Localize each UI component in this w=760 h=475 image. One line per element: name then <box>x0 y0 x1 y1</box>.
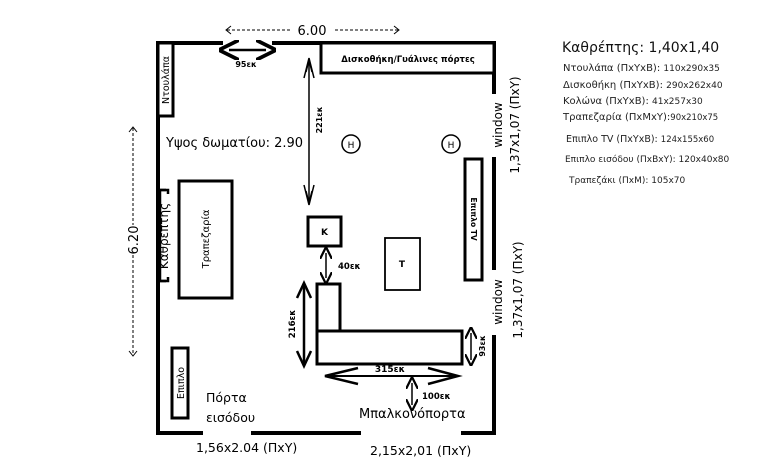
spec-value: 110x290x35 <box>663 64 720 74</box>
balcony-door-label: Μπαλκονόπορτα <box>359 407 466 422</box>
window-2-label: window <box>491 279 505 325</box>
spec-item-column: Κολώνα (ΠxYxB): 41x257x30 <box>563 96 703 107</box>
entrance-door: Πόρτα εισόδου 1,56x2.04 (ΠxY) <box>196 390 297 455</box>
spec-item-dining: Τραπεζαρία (ΠxMxY):90x210x75 <box>563 112 718 123</box>
dimension-315: 315εκ <box>324 365 463 386</box>
wardrobe: Ντουλάπα <box>156 41 175 118</box>
dimension-216: 216εκ <box>288 280 313 369</box>
height-value: 6.20 <box>127 226 142 255</box>
dimension-100-label: 100εκ <box>422 392 451 402</box>
dining-table: Τραπεζαρία <box>177 179 234 300</box>
dimension-100: 100εκ <box>412 383 451 405</box>
heater-1-label: H <box>348 141 355 151</box>
entrance-door-size: 1,56x2.04 (ΠxY) <box>196 440 297 455</box>
tv-unit-label: Επιπλο TV <box>469 197 478 241</box>
column-k-label: K <box>321 228 329 238</box>
window-2-size: 1,37x1,07 (ΠxY) <box>511 241 525 338</box>
mirror-label: Καθρέπτης <box>157 203 171 269</box>
heater-1: H <box>341 134 361 154</box>
wardrobe-label: Ντουλάπα <box>161 56 172 104</box>
spec-item-tv: Επιπλο TV (ΠxYxB): 124x155x60 <box>566 134 714 145</box>
bookcase-label: Δισκοθήκη/Γυάλινες πόρτες <box>341 54 475 65</box>
dimension-93-label: 93εκ <box>478 335 487 357</box>
heater-2: H <box>441 134 461 154</box>
bookcase: Δισκοθήκη/Γυάλινες πόρτες <box>319 41 496 75</box>
width-value: 6.00 <box>298 24 327 39</box>
spec-item-wardrobe: Ντουλάπα (ΠxYxB): 110x290x35 <box>563 63 720 74</box>
entrance-door-label-2: εισόδου <box>206 410 255 425</box>
entrance-door-label-1: Πόρτα <box>206 390 247 405</box>
tv-unit: Επιπλο TV <box>463 157 484 282</box>
spec-mirror: Καθρέπτης: 1,40x1,40 <box>562 40 720 56</box>
coffee-table-label: T <box>399 260 406 270</box>
dimension-221-label: 221εκ <box>315 106 324 133</box>
dimension-221: 221εκ <box>303 57 324 206</box>
spec-value: 105x70 <box>651 176 686 186</box>
window-1: window 1,37x1,07 (ΠxY) <box>491 76 522 173</box>
spec-name: Κολώνα (ΠxYxB): <box>563 96 649 107</box>
spec-value: 90x210x75 <box>670 113 719 123</box>
spec-name: Επιπλο TV (ΠxYxB): <box>566 134 658 145</box>
balcony-door: Μπαλκονόπορτα 2,15x2,01 (ΠxY) <box>359 407 471 458</box>
width-dimension: 6.00 <box>225 24 400 39</box>
spec-value: 41x257x30 <box>652 97 703 107</box>
balcony-door-size: 2,15x2,01 (ΠxY) <box>370 443 471 458</box>
spec-value: 120x40x80 <box>678 155 730 165</box>
spec-item-bookcase: Δισκοθήκη (ΠxYxB): 290x262x40 <box>563 80 723 91</box>
window-1-label: window <box>491 102 505 148</box>
spec-name: Ντουλάπα (ΠxYxB): <box>563 63 661 74</box>
entry-furniture-label: Επιπλο <box>176 367 187 399</box>
dimension-93: 93εκ <box>471 333 487 360</box>
spec-name: Δισκοθήκη (ΠxYxB): <box>563 80 663 91</box>
height-dimension: 6.20 <box>127 126 142 357</box>
dimension-315-label: 315εκ <box>375 365 405 375</box>
dimension-216-label: 216εκ <box>288 310 298 339</box>
entrance-gap-dimension: 95εκ <box>229 50 266 69</box>
room-height-label: Υψος δωματίου: 2.90 <box>165 136 303 151</box>
entry-furniture: Επιπλο <box>170 346 190 420</box>
window-1-size: 1,37x1,07 (ΠxY) <box>508 76 522 173</box>
l-sofa <box>315 282 464 366</box>
spec-name: Τραπεζαρία (ΠxMxY): <box>563 112 671 123</box>
spec-item-coffee-table: Τραπεζάκι (ΠxM): 105x70 <box>569 176 685 186</box>
dining-table-label: Τραπεζαρία <box>200 209 212 269</box>
spec-name: Τραπεζάκι (ΠxM): <box>569 176 649 186</box>
window-2: window 1,37x1,07 (ΠxY) <box>491 241 525 338</box>
mirror: Καθρέπτης <box>157 188 171 283</box>
spec-item-entry: Επιπλο εισόδου (ΠxBxY): 120x40x80 <box>565 155 729 165</box>
spec-value: 124x155x60 <box>660 135 715 145</box>
dimension-40-label: 40εκ <box>338 262 361 272</box>
column-k: K <box>306 215 343 248</box>
spec-value: 290x262x40 <box>666 81 723 91</box>
dimension-40: 40εκ <box>326 253 361 278</box>
entrance-gap-label: 95εκ <box>235 60 257 69</box>
coffee-table-t: T <box>384 237 421 291</box>
spec-name: Επιπλο εισόδου (ΠxBxY): <box>565 155 676 165</box>
heater-2-label: H <box>448 141 455 151</box>
